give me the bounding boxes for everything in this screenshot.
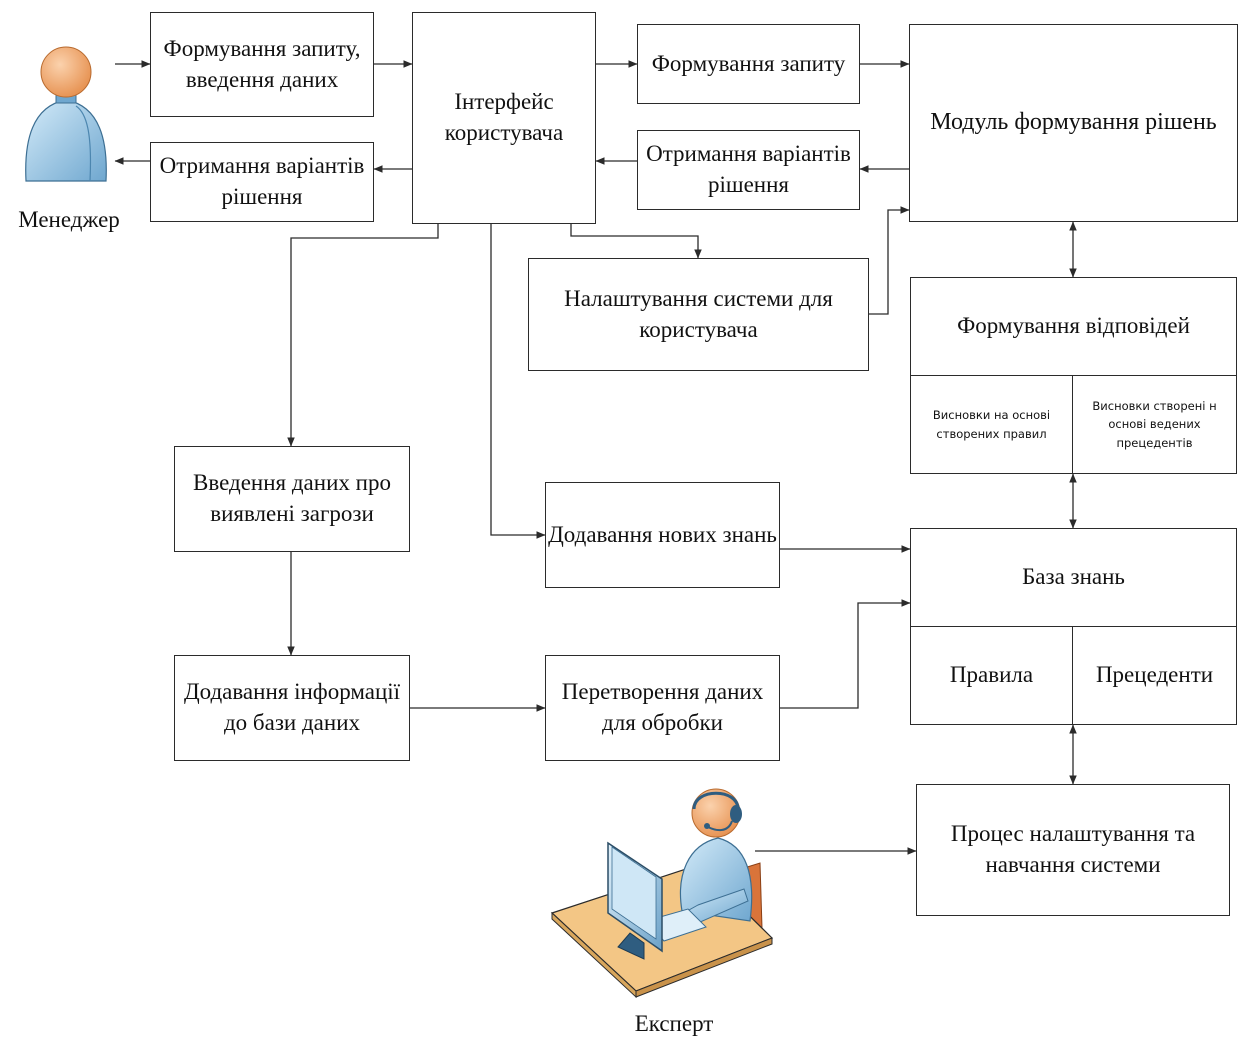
expert-label: Експерт (634, 1011, 714, 1036)
manager-label: Менеджер (18, 207, 120, 232)
arrow-interface-to-add-knowledge (490, 224, 546, 539)
arrow-interface-to-threat-entry (287, 224, 439, 447)
precedents-cell: Прецеденти (1095, 662, 1214, 688)
training-process-box: Процес налаштування та навчання системи (916, 784, 1230, 916)
receive-solutions-right-box: Отримання варіантів рішення (637, 130, 860, 210)
rules-conclusions-cell: Висновки на основі створених правил (911, 376, 1073, 473)
decision-module-box: Модуль формування рішень (909, 24, 1238, 222)
precedent-conclusions-cell: Висновки створені н основі ведених преце… (1092, 398, 1217, 450)
threat-data-entry-box: Введення даних про виявлені загрози (174, 446, 410, 552)
system-settings-box: Налаштування системи для користувача (528, 258, 869, 371)
response-forming-box: Формування відповідей Висновки на основі… (910, 277, 1237, 474)
rules-cell: Правила (911, 627, 1073, 724)
form-request-box: Формування запиту (637, 24, 860, 104)
arrow-settings-to-module (869, 206, 910, 315)
add-info-db-box: Додавання інформації до бази даних (174, 655, 410, 761)
knowledge-base-box: База знань Правила Прецеденти (910, 528, 1237, 725)
knowledge-base-title: База знань (911, 529, 1236, 627)
arrow-transform-to-kb (780, 599, 911, 709)
expert-at-computer-icon (550, 788, 774, 998)
user-interface-box: Інтерфейс користувача (412, 12, 596, 224)
arrow-interface-to-settings (570, 224, 702, 259)
receive-solutions-left-box: Отримання варіантів рішення (150, 142, 374, 222)
request-data-entry-box: Формування запиту, введення даних (150, 12, 374, 117)
response-forming-title: Формування відповідей (911, 278, 1236, 376)
data-transform-box: Перетворення даних для обробки (545, 655, 780, 761)
add-knowledge-box: Додавання нових знань (545, 482, 780, 588)
manager-person-icon (25, 46, 107, 182)
